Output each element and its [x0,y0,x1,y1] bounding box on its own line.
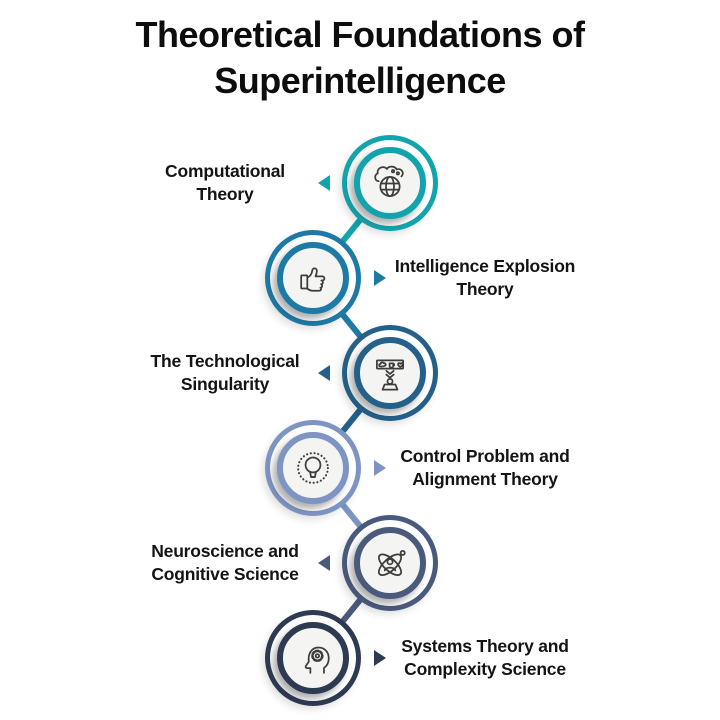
node-label: Neuroscience and Cognitive Science [151,540,299,584]
arrow-left-icon [318,365,330,381]
choices-board-icon [376,359,404,391]
node-disc [354,527,426,599]
lightbulb-icon [297,452,329,484]
page-title: Theoretical Foundations of Superintellig… [135,14,585,102]
node-disc [354,337,426,409]
node-label: Control Problem and Alignment Theory [400,445,570,489]
node-circle [265,230,361,326]
node-technological-singularity [342,325,438,421]
arrow-left-icon [318,555,330,571]
arrow-right-icon [374,460,386,476]
node-label: Computational Theory [165,160,285,204]
node-disc [277,622,349,694]
arrow-right-icon [374,650,386,666]
node-circle [342,325,438,421]
node-computational-theory [342,135,438,231]
node-disc [354,147,426,219]
head-gear-icon [304,646,330,674]
node-label: Intelligence Explosion Theory [394,255,576,299]
node-intelligence-explosion [265,230,361,326]
node-label: The Technological Singularity [150,350,300,394]
globe-cloud-icon [374,165,404,197]
node-circle [342,135,438,231]
thumbs-up-icon [300,267,326,292]
node-disc [277,432,349,504]
atom-person-icon [377,549,406,576]
node-neuroscience-cognitive [342,515,438,611]
node-systems-complexity [265,610,361,706]
arrow-left-icon [318,175,330,191]
node-label: Systems Theory and Complexity Science [401,635,569,679]
node-control-alignment [265,420,361,516]
node-circle [265,610,361,706]
node-circle [265,420,361,516]
node-circle [342,515,438,611]
arrow-right-icon [374,270,386,286]
node-disc [277,242,349,314]
